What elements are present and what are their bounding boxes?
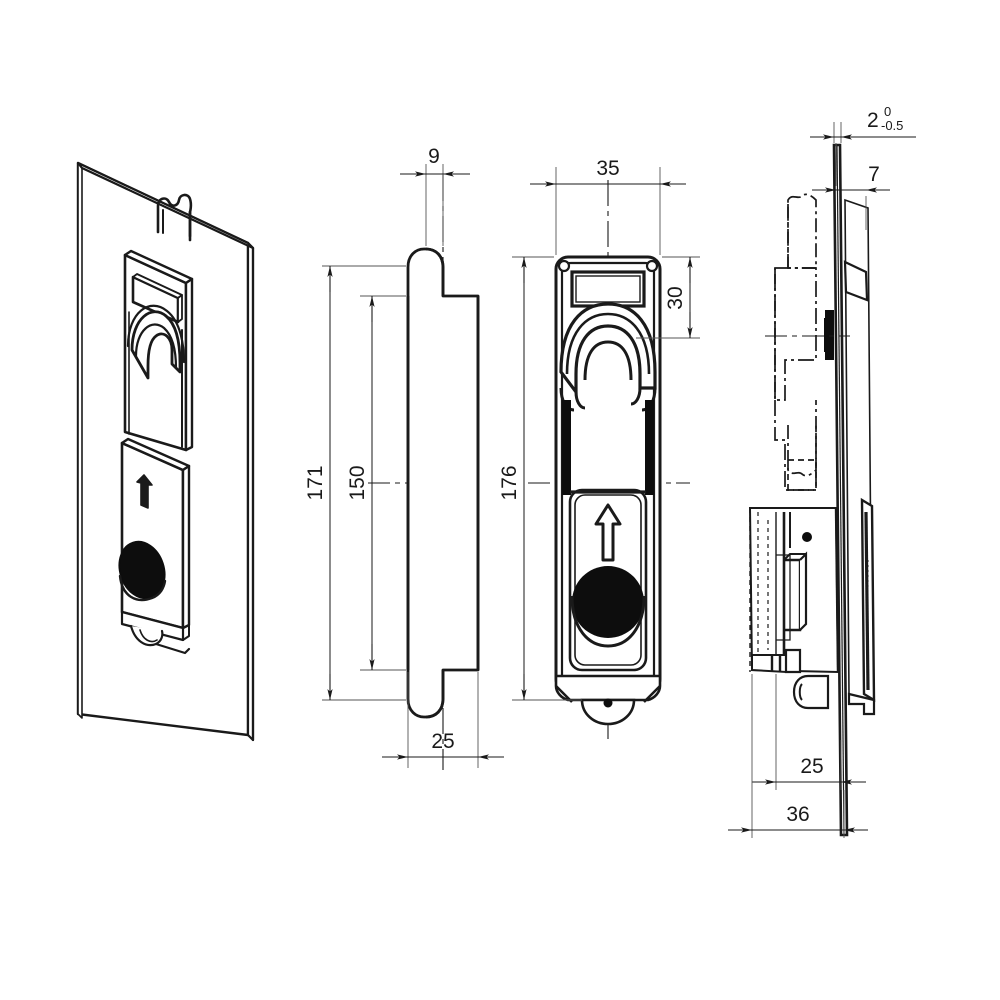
label-window-inner	[575, 275, 641, 303]
top-retaining-clip	[156, 193, 193, 242]
dimension-25-left: 25	[382, 672, 504, 768]
dim-label-7: 7	[868, 163, 880, 186]
dimension-30: 30	[636, 256, 700, 339]
front-direction-arrow-icon	[594, 503, 622, 562]
dimension-176: 176	[498, 256, 554, 701]
dim-label-176: 176	[498, 465, 521, 500]
hidden-mechanism-bottom	[787, 425, 817, 477]
corner-rivet-tr	[645, 259, 659, 273]
dim-label-171: 171	[304, 465, 327, 500]
strike-block-upper	[825, 310, 834, 360]
hidden-mechanism-upper	[787, 193, 817, 269]
lock-upper-bezel	[123, 249, 194, 452]
front-view: 35 30 176	[498, 157, 700, 740]
lock-lower-body	[118, 437, 191, 655]
front-bottom-lug	[580, 698, 636, 726]
dim-label-2-tol-lower: -0.5	[881, 118, 903, 133]
right-section-view: 2 0 -0.5 7 25 36	[728, 104, 916, 838]
dimension-36: 36	[728, 674, 868, 838]
bottom-lug-hole	[603, 698, 613, 708]
outer-bezel-strip	[843, 198, 876, 716]
dim-label-25-right: 25	[800, 755, 823, 778]
dimension-150: 150	[346, 295, 406, 671]
front-push-knob	[572, 566, 644, 638]
door-panel-edge	[832, 143, 849, 837]
direction-arrow-icon	[136, 474, 153, 509]
dimension-9: 9	[400, 145, 470, 246]
dimension-2-tolerance: 2 0 -0.5	[810, 104, 916, 143]
front-slot-left	[562, 400, 571, 495]
lower-mechanism-housing	[748, 507, 840, 710]
dim-label-2-tol-upper: 0	[884, 104, 891, 119]
corner-rivet-tl	[557, 259, 571, 273]
dim-label-150: 150	[346, 465, 369, 500]
dim-label-9: 9	[428, 145, 440, 168]
housing-pivot-hole	[802, 532, 812, 542]
dim-label-35: 35	[596, 157, 619, 180]
push-knob	[118, 540, 167, 602]
dimension-25-right: 25	[752, 674, 866, 790]
front-bottom-foot	[554, 674, 662, 702]
dim-label-30: 30	[664, 286, 687, 309]
dim-label-36: 36	[786, 803, 809, 826]
mounting-panel-plate	[76, 161, 255, 742]
dimension-35: 35	[530, 157, 686, 255]
cam-roller	[792, 674, 830, 710]
isometric-installed-view	[76, 161, 255, 742]
dim-label-25-left: 25	[431, 730, 454, 753]
dimension-171: 171	[304, 265, 406, 701]
dim-label-2: 2	[867, 109, 879, 132]
side-profile-view: 9 171 150 25	[304, 145, 504, 770]
cutout-profile-outline	[406, 247, 480, 719]
front-slot-right	[645, 400, 654, 495]
dimension-7: 7	[812, 143, 890, 230]
knob-shroud	[570, 595, 646, 648]
